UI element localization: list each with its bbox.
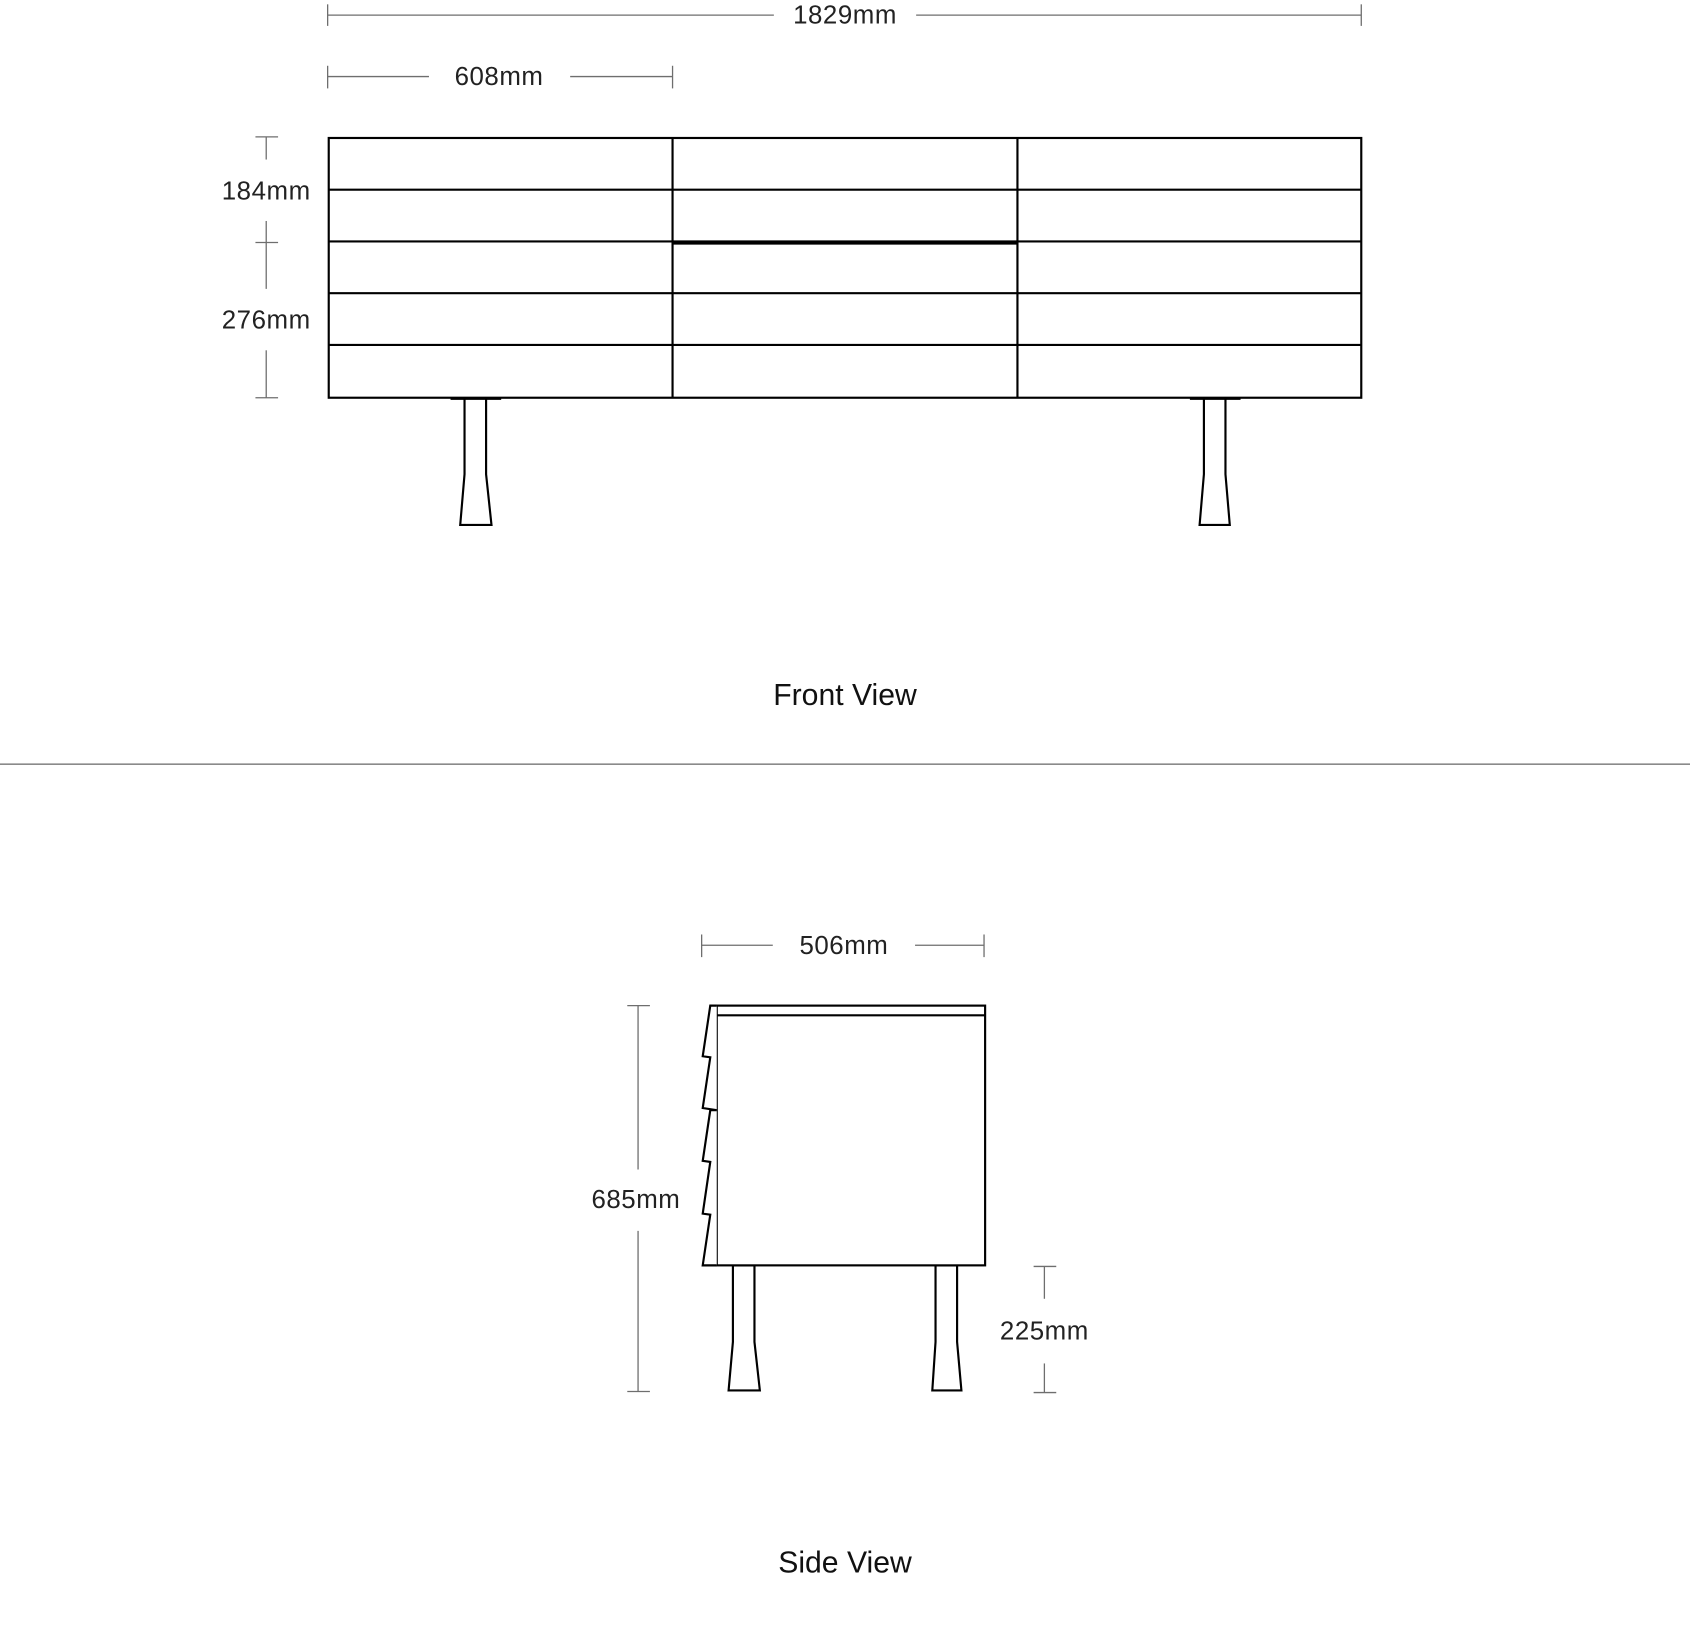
side-legs — [727, 1264, 963, 1392]
sideboard-front — [327, 136, 1363, 399]
drawer-width-label: 608mm — [455, 63, 544, 91]
upper-height-dimension: 184mm — [222, 136, 311, 244]
side-view-title: Side View — [778, 1547, 912, 1580]
overall-width-label: 1829mm — [793, 2, 897, 30]
lower-height-label: 276mm — [222, 307, 311, 335]
depth-dimension: 506mm — [701, 932, 985, 960]
lower-height-dimension: 276mm — [222, 242, 311, 399]
depth-label: 506mm — [799, 932, 888, 960]
drawer-width-dimension: 608mm — [327, 63, 674, 91]
overall-height-label: 685mm — [591, 1186, 680, 1214]
overall-height-dimension: 685mm — [591, 1004, 680, 1393]
side-view: 506mm 685mm 225mm Side View — [591, 932, 1088, 1580]
upper-height-label: 184mm — [222, 177, 311, 205]
front-view-title: Front View — [773, 679, 917, 712]
overall-width-dimension: 1829mm — [327, 2, 1362, 30]
sideboard-side — [701, 1004, 987, 1267]
front-view: 1829mm 608mm 184mm 276mm — [222, 2, 1363, 712]
leg-height-dimension: 225mm — [1000, 1265, 1089, 1394]
front-legs — [450, 397, 1241, 526]
leg-height-label: 225mm — [1000, 1318, 1089, 1346]
